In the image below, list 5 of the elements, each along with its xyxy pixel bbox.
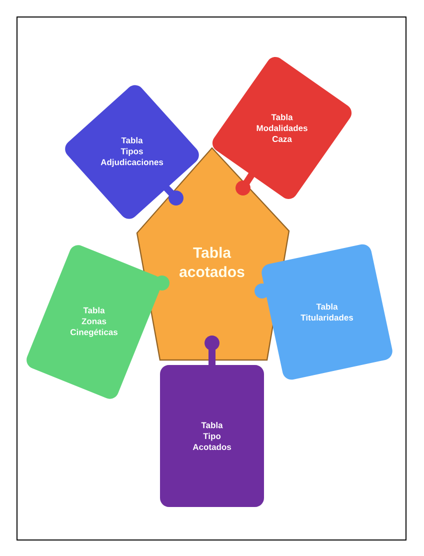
puzzle-piece: Tabla Tipo Acotados <box>160 336 264 507</box>
puzzle-piece: Tabla Titularidades <box>254 244 392 380</box>
puzzle-piece: Tabla Zonas Cinegéticas <box>26 245 170 399</box>
puzzle-piece: Tabla Tipos Adjudicaciones <box>65 85 199 219</box>
puzzle-piece: Tabla Modalidades Caza <box>212 57 352 199</box>
